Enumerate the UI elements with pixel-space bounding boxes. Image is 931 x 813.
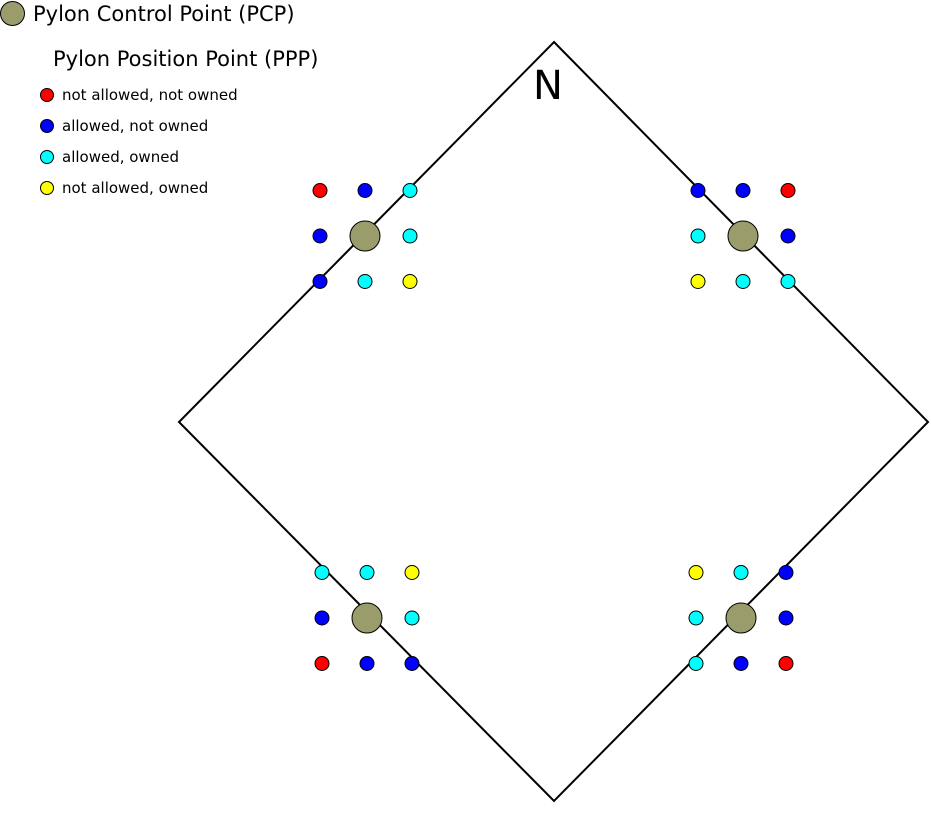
blue-dot-icon — [40, 119, 54, 133]
pcp-lower-right — [725, 602, 757, 634]
ppp-upper-right-r0c1-blue — [735, 183, 751, 198]
ppp-lower-right-r0c2-blue — [778, 565, 794, 580]
ppp-lower-left-r2c2-blue — [404, 656, 420, 671]
legend-item-blue: allowed, not owned — [40, 117, 318, 135]
ppp-legend-items: not allowed, not owned allowed, not owned… — [40, 86, 318, 197]
ppp-legend-label: Pylon Position Point (PPP) — [53, 47, 319, 71]
pcp-upper-right — [727, 220, 759, 252]
ppp-upper-right-r1c2-blue — [780, 228, 796, 244]
ppp-lower-right-r0c1-cyan — [733, 565, 749, 580]
ppp-upper-left-r1c2-cyan — [402, 228, 418, 244]
ppp-lower-right-r2c1-blue — [733, 656, 749, 671]
ppp-lower-left-r2c1-blue — [359, 656, 375, 671]
legend: Pylon Control Point (PCP) Pylon Position… — [0, 0, 318, 197]
ppp-lower-right-r1c2-blue — [778, 610, 794, 626]
ppp-lower-right-r1c0-cyan — [688, 610, 704, 626]
pcp-circle-icon — [0, 1, 25, 26]
ppp-upper-right-r2c0-yellow — [690, 274, 706, 289]
legend-item-label: not allowed, owned — [62, 179, 209, 197]
ppp-upper-right-r2c2-cyan — [780, 274, 796, 289]
ppp-upper-left-r2c1-cyan — [357, 274, 373, 289]
ppp-upper-left-r0c0-red — [312, 183, 328, 198]
legend-item-label: allowed, not owned — [62, 117, 209, 135]
yellow-dot-icon — [40, 181, 54, 195]
legend-item-yellow: not allowed, owned — [40, 179, 318, 197]
ppp-upper-right-r0c2-red — [780, 183, 796, 198]
ppp-lower-left-r1c2-cyan — [404, 610, 420, 626]
ppp-lower-left-r2c0-red — [314, 656, 330, 671]
ppp-upper-right-r2c1-cyan — [735, 274, 751, 289]
compass-north-label: N — [533, 63, 563, 109]
ppp-lower-right-r0c0-yellow — [688, 565, 704, 580]
cyan-dot-icon — [40, 150, 54, 164]
ppp-lower-left-r1c0-blue — [314, 610, 330, 626]
ppp-upper-left-r0c2-cyan — [402, 183, 418, 198]
ppp-lower-left-r0c2-yellow — [404, 565, 420, 580]
pcp-legend-row: Pylon Control Point (PCP) — [0, 0, 318, 27]
legend-item-label: not allowed, not owned — [62, 86, 238, 104]
ppp-upper-left-r1c0-blue — [312, 228, 328, 244]
course-diamond-outline — [177, 40, 930, 803]
ppp-upper-left-r2c2-yellow — [402, 274, 418, 289]
ppp-lower-left-r0c1-cyan — [359, 565, 375, 580]
ppp-lower-right-r2c2-red — [778, 656, 794, 671]
pcp-upper-left — [349, 220, 381, 252]
ppp-upper-right-r1c0-cyan — [690, 228, 706, 244]
red-dot-icon — [40, 88, 54, 102]
pcp-lower-left — [351, 602, 383, 634]
ppp-lower-right-r2c0-cyan — [688, 656, 704, 671]
pcp-legend-label: Pylon Control Point (PCP) — [33, 1, 295, 26]
ppp-upper-right-r0c0-blue — [690, 183, 706, 198]
ppp-upper-left-r0c1-blue — [357, 183, 373, 198]
legend-item-cyan: allowed, owned — [40, 148, 318, 166]
legend-item-label: allowed, owned — [62, 148, 179, 166]
ppp-upper-left-r2c0-blue — [312, 274, 328, 289]
legend-item-red: not allowed, not owned — [40, 86, 318, 104]
ppp-lower-left-r0c0-cyan — [314, 565, 330, 580]
